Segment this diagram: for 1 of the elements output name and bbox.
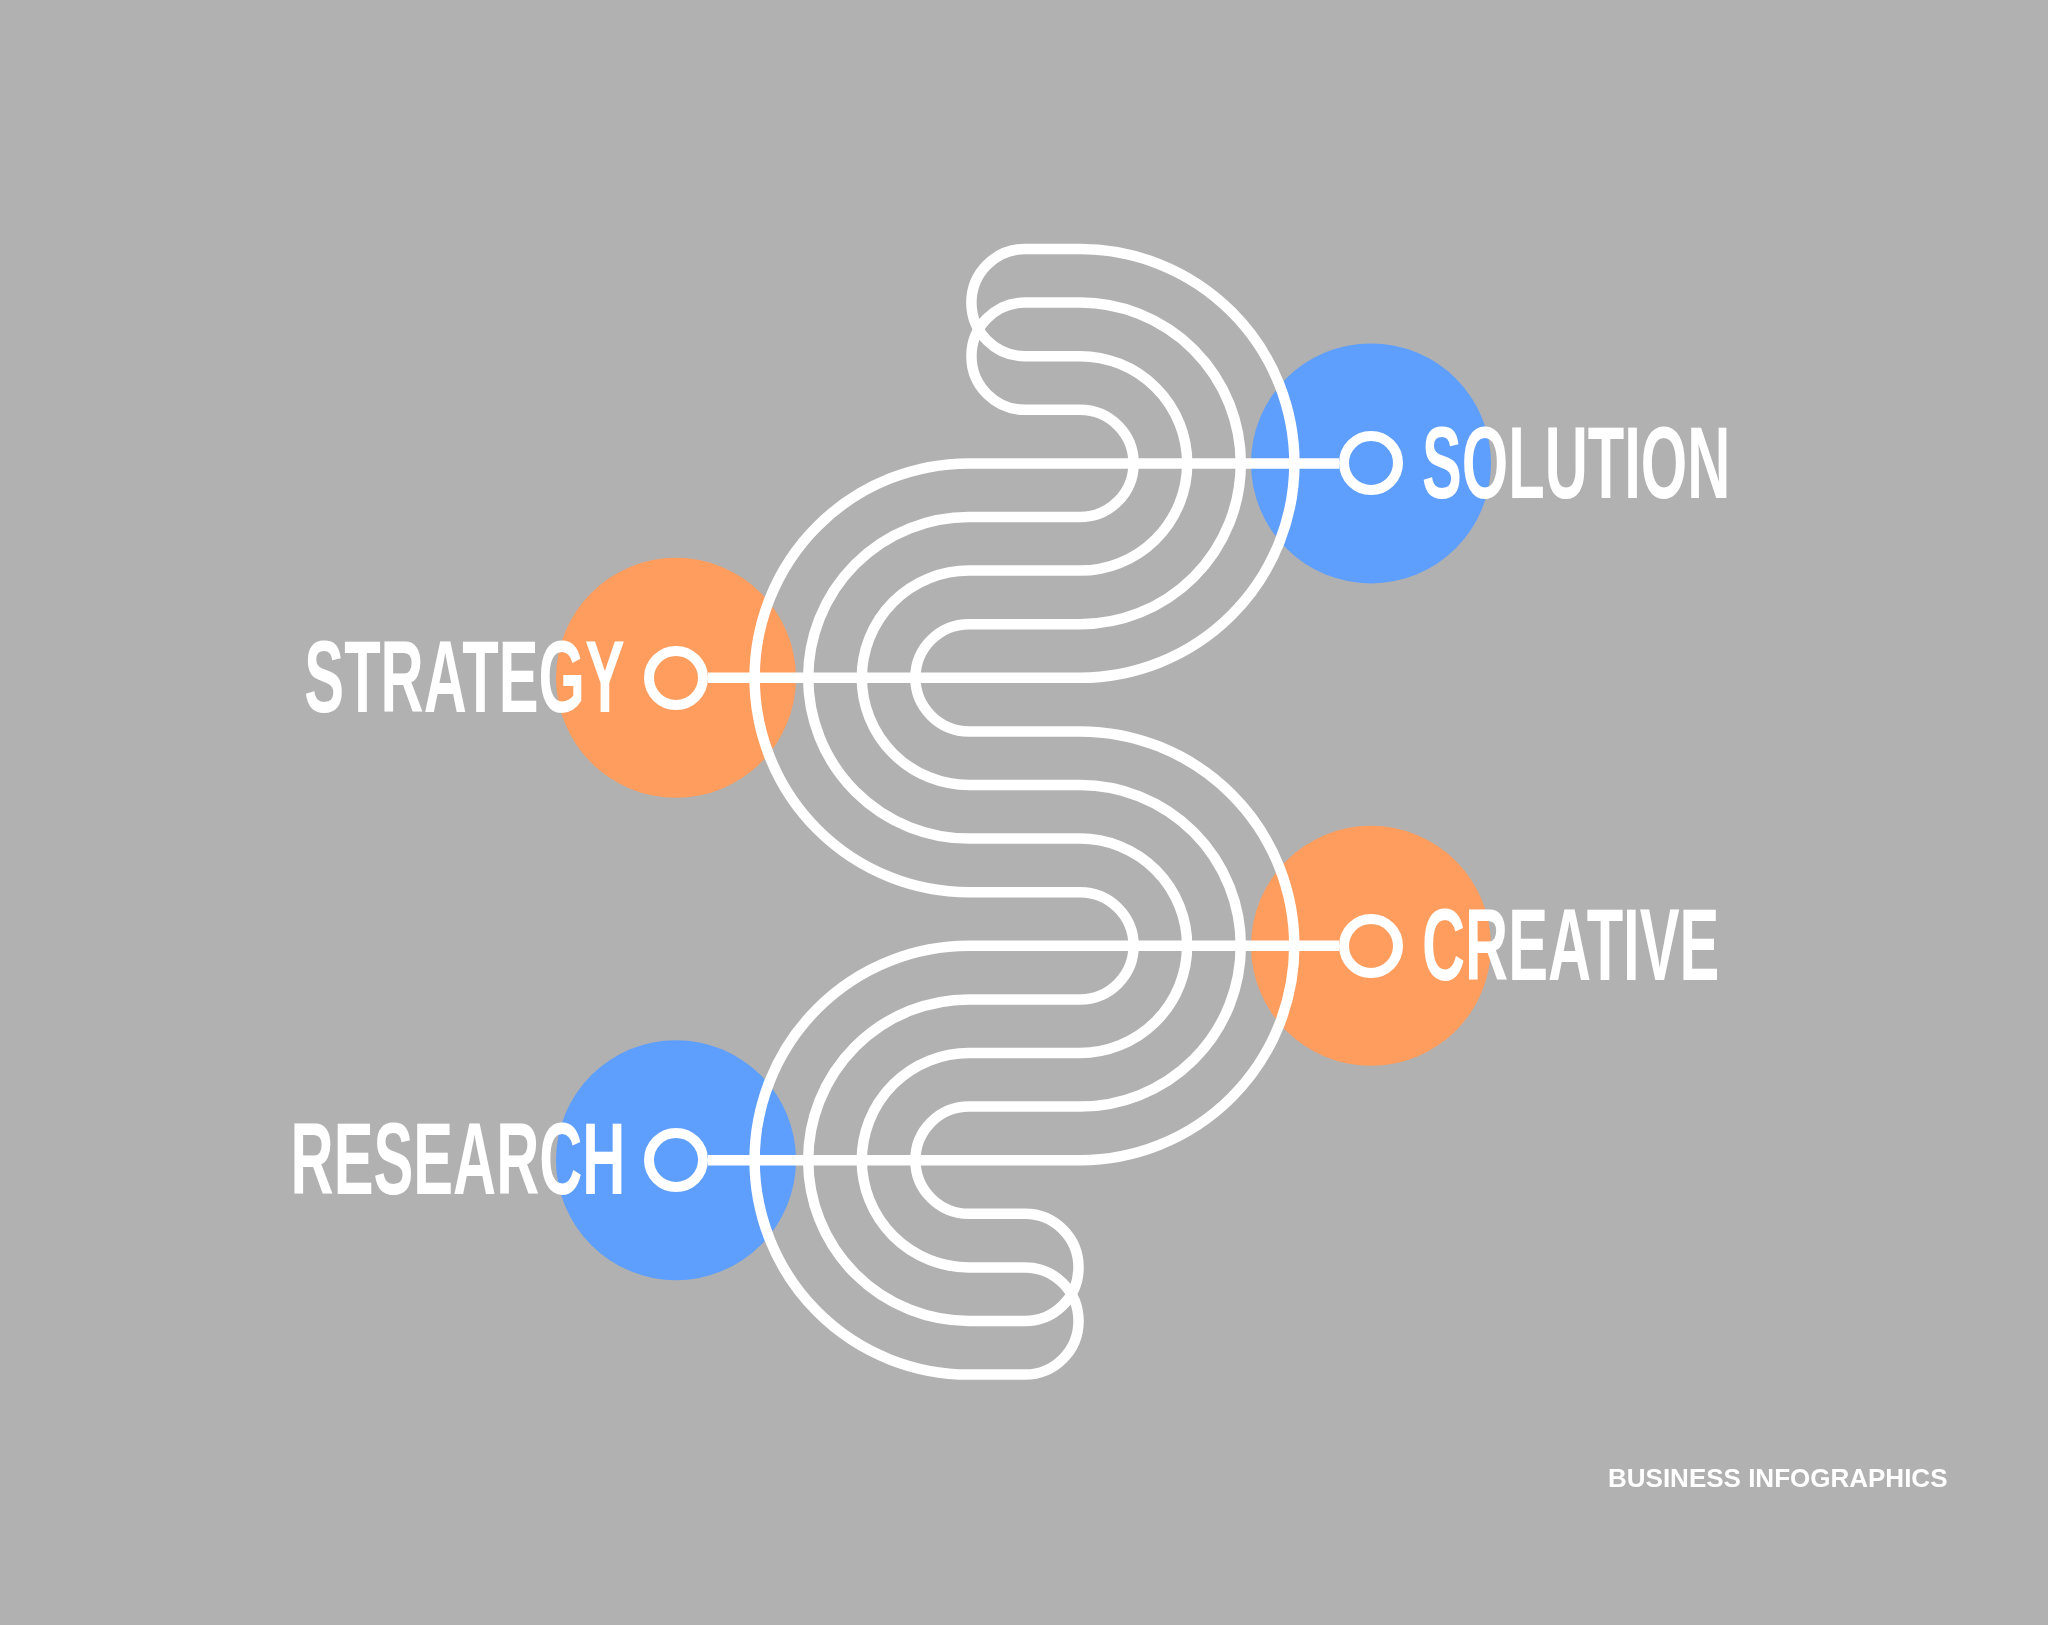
footer-label: BUSINESS INFOGRAPHICS [1608, 1465, 1948, 1491]
